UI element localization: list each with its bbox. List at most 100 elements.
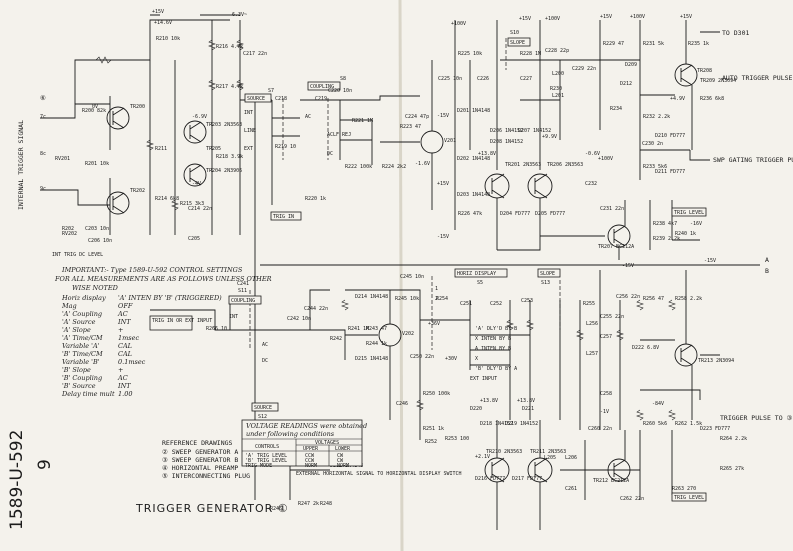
coupling-bottom-label: COUPLING: [231, 298, 255, 304]
svg-text:L205: L205: [544, 455, 556, 461]
svg-text:TR207 BC212A: TR207 BC212A: [598, 244, 634, 250]
svg-text:R248: R248: [320, 501, 332, 507]
svg-text:L206: L206: [565, 455, 577, 461]
svg-text:+13.8V: +13.8V: [517, 398, 535, 404]
setting-name: 'B' Coupling: [62, 374, 102, 382]
svg-text:'A' DLY'D BY B: 'A' DLY'D BY B: [475, 326, 517, 332]
svg-text:C244 22n: C244 22n: [304, 306, 328, 312]
svg-text:R230: R230: [550, 86, 562, 92]
svg-text:INT: INT: [229, 314, 238, 320]
table-cell-control: TRIG MODE: [245, 463, 272, 469]
svg-text:R231 5k: R231 5k: [643, 41, 664, 47]
svg-text:R235 1k: R235 1k: [688, 41, 709, 47]
table-cell-upper: CCW: [305, 458, 315, 464]
svg-text:R215 3k3: R215 3k3: [180, 201, 204, 207]
svg-text:C228 22p: C228 22p: [545, 48, 569, 54]
setting-value: 'A' INTEN BY 'B' (TRIGGERED): [118, 294, 222, 302]
svg-text:RV201: RV201: [55, 156, 70, 162]
svg-text:C229 22n: C229 22n: [572, 66, 596, 72]
setting-value: +: [118, 366, 123, 374]
svg-text:C203 10n: C203 10n: [85, 226, 109, 232]
svg-text:+13.8V: +13.8V: [478, 151, 496, 157]
svg-text:C257: C257: [600, 334, 612, 340]
table-cell-control: 'A' TRIG LEVEL: [245, 453, 287, 459]
svg-text:A: A: [765, 256, 769, 264]
svg-text:S8: S8: [340, 76, 346, 82]
svg-text:R262 1.5k: R262 1.5k: [675, 421, 702, 427]
lower-channel-wiring: [150, 270, 720, 530]
svg-text:R251 1k: R251 1k: [423, 426, 444, 432]
svg-text:D209: D209: [625, 62, 637, 68]
svg-text:DC: DC: [327, 151, 333, 157]
svg-text:D216 FD777: D216 FD777: [475, 476, 505, 482]
source-top-label: SOURCE: [247, 96, 265, 102]
svg-text:⑥: ⑥: [40, 94, 46, 102]
setting-value: 1.00: [118, 390, 132, 398]
svg-text:9c: 9c: [40, 186, 46, 192]
svg-text:2: 2: [435, 296, 438, 302]
svg-text:R240 1k: R240 1k: [675, 231, 696, 237]
svg-text:R253 100: R253 100: [445, 436, 469, 442]
svg-text:R214 6k8: R214 6k8: [155, 196, 179, 202]
svg-text:TR200: TR200: [130, 104, 145, 110]
svg-text:TR208: TR208: [697, 68, 712, 74]
svg-text:EXT INPUT: EXT INPUT: [470, 376, 497, 382]
svg-text:-15V: -15V: [437, 234, 449, 240]
svg-text:R232 2.2k: R232 2.2k: [643, 114, 670, 120]
svg-text:+100V: +100V: [598, 156, 613, 162]
svg-text:R233 5k6: R233 5k6: [643, 164, 667, 170]
svg-text:8c: 8c: [40, 151, 46, 157]
svg-text:-15V: -15V: [622, 263, 634, 269]
setting-name: 'A' Time/CM: [62, 334, 103, 342]
svg-text:+2.1V: +2.1V: [475, 454, 490, 460]
output-ext-horizontal: EXTERNAL HORIZONTAL SIGNAL TO HORIZONTAL…: [296, 471, 462, 477]
svg-text:AC: AC: [262, 342, 268, 348]
svg-text:C241: C241: [237, 281, 249, 287]
setting-name: 'B' Source: [62, 382, 96, 390]
svg-text:C226: C226: [477, 76, 489, 82]
svg-text:D215 1N4148: D215 1N4148: [355, 356, 388, 362]
svg-text:S13: S13: [541, 280, 550, 286]
setting-value: +: [118, 326, 123, 334]
svg-text:R255: R255: [583, 301, 595, 307]
svg-text:+100V: +100V: [451, 21, 466, 27]
svg-text:+9.9V: +9.9V: [542, 134, 557, 140]
diode-labels: D201 1N4148 D202 1N4148 D203 1N4148 D204…: [330, 62, 730, 482]
svg-text:ACLF REJ: ACLF REJ: [327, 132, 351, 138]
svg-text:CONTROLS: CONTROLS: [255, 444, 279, 450]
svg-text:-84V: -84V: [652, 401, 664, 407]
output-trigger-pulse: TRIGGER PULSE TO ③ D412: [720, 414, 793, 422]
settings-list: Horiz display'A' INTEN BY 'B' (TRIGGERED…: [61, 294, 222, 398]
setting-name: Delay time mult: [61, 390, 115, 398]
switch-positions: INT LINE EXT AC ACLF REJ DC INT AC DC 'A…: [229, 110, 517, 382]
svg-text:V201: V201: [444, 138, 456, 144]
svg-text:R241 1M: R241 1M: [348, 326, 369, 332]
svg-text:R265 27k: R265 27k: [720, 466, 744, 472]
svg-text:S12: S12: [258, 414, 267, 420]
setting-name: 'A' Source: [62, 318, 96, 326]
svg-text:R229 47: R229 47: [603, 41, 624, 47]
svg-text:C214 22n: C214 22n: [188, 206, 212, 212]
svg-text:R243 47: R243 47: [366, 326, 387, 332]
output-labels: TO D301 AUTO TRIGGER PULSE TO ② D304 SWP…: [52, 29, 793, 477]
svg-text:R238 4k7: R238 4k7: [653, 221, 677, 227]
svg-text:R244 1k: R244 1k: [366, 341, 387, 347]
svg-text:7c: 7c: [40, 114, 46, 120]
svg-text:C246: C246: [396, 401, 408, 407]
slope-top-label: SLOPE: [510, 40, 525, 46]
drawing-number: 1589-U-592: [7, 430, 27, 530]
setting-name: Mag: [61, 302, 77, 310]
setting-name: Variable 'A': [62, 342, 100, 350]
svg-text:+15V: +15V: [680, 14, 692, 20]
svg-text:R236 6k8: R236 6k8: [700, 96, 724, 102]
markers: A B ⑥ 7c 8c 9c 1 2: [40, 94, 769, 302]
svg-text:WISE NOTED: WISE NOTED: [72, 284, 119, 292]
svg-text:C227: C227: [520, 76, 532, 82]
svg-text:TR211 2N3563: TR211 2N3563: [530, 449, 566, 455]
svg-text:6.3V~: 6.3V~: [232, 12, 247, 18]
svg-text:+30V: +30V: [445, 356, 457, 362]
svg-text:+4.9V: +4.9V: [670, 96, 685, 102]
svg-text:R239 2.2k: R239 2.2k: [653, 236, 680, 242]
svg-text:D223 FD777: D223 FD777: [700, 426, 730, 432]
